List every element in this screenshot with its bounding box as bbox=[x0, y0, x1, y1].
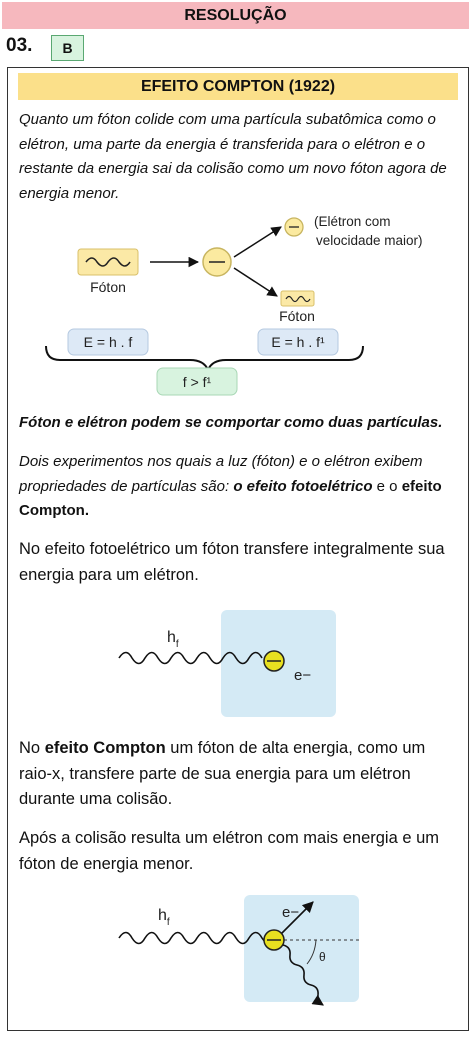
photoelectric-term: o efeito fotoelétrico bbox=[233, 477, 373, 495]
inequality-box bbox=[156, 367, 238, 396]
particles-statement: Fóton e elétron podem se comportar como … bbox=[19, 414, 443, 431]
section-title: EFEITO COMPTON (1922) bbox=[18, 73, 458, 100]
electron-speed-label-1: (Elétron com bbox=[314, 214, 391, 229]
photon-wave bbox=[118, 651, 263, 665]
question-number: 03. bbox=[6, 35, 33, 56]
energy-eq-left: E = h . f bbox=[84, 334, 133, 350]
energy-eq-right-box bbox=[257, 328, 339, 356]
energy-eq-left-box bbox=[67, 328, 149, 356]
compton-text-a: No bbox=[19, 739, 45, 757]
photon-wave-icon bbox=[85, 257, 131, 267]
compton-text-c: um fóton de alta energia, como um raio-x… bbox=[19, 739, 426, 808]
electron-out-arrow bbox=[279, 901, 314, 936]
experiments-text-c: e o bbox=[372, 477, 402, 495]
out-photon-label: Fóton bbox=[279, 308, 315, 324]
experiments-text-a: Dois experimentos nos quais a luz (fóton… bbox=[19, 453, 423, 495]
out-photon-box bbox=[280, 290, 315, 307]
electron-speed-label-2: velocidade maior) bbox=[316, 233, 423, 248]
scattered-photon-wave bbox=[282, 944, 324, 1006]
compton-paragraph: No efeito Compton um fóton de alta energ… bbox=[19, 736, 459, 813]
electron-symbol: e− bbox=[294, 667, 311, 684]
angle-arc bbox=[306, 939, 317, 965]
compton-term: efeito Compton. bbox=[19, 477, 442, 520]
compton-schematic-diagram: Fóton (Elétron com velocidade maior) Fót… bbox=[45, 214, 423, 396]
photoelectric-diagram: hf e− bbox=[118, 610, 336, 717]
explanation-card bbox=[7, 67, 469, 1031]
intro-paragraph: Quanto um fóton colide com uma partícula… bbox=[19, 111, 447, 202]
incoming-photon-wave bbox=[118, 931, 276, 945]
compton-effect-term: efeito Compton bbox=[44, 739, 166, 757]
angle-symbol: θ bbox=[319, 950, 326, 964]
electron-symbol: e− bbox=[282, 904, 299, 921]
inequality-label: f > f¹ bbox=[183, 374, 212, 390]
resolution-banner: RESOLUÇÃO bbox=[2, 2, 469, 29]
photon-label: Fóton bbox=[90, 279, 126, 295]
target-region bbox=[244, 895, 359, 1002]
experiments-paragraph: Dois experimentos nos quais a luz (fóton… bbox=[19, 450, 459, 524]
photon-out-arrow bbox=[233, 267, 278, 297]
photoelectric-paragraph: No efeito fotoelétrico um fóton transfer… bbox=[19, 540, 445, 584]
answer-badge: B bbox=[51, 35, 84, 61]
electron-out-arrow bbox=[233, 226, 282, 258]
photon-symbol: hf bbox=[167, 629, 179, 650]
energy-eq-right: E = h . f¹ bbox=[271, 334, 325, 350]
photon-symbol: hf bbox=[158, 907, 170, 928]
compton-effect-diagram: hf e− θ bbox=[118, 895, 359, 1006]
after-collision-paragraph: Após a colisão resulta um elétron com ma… bbox=[19, 829, 440, 873]
